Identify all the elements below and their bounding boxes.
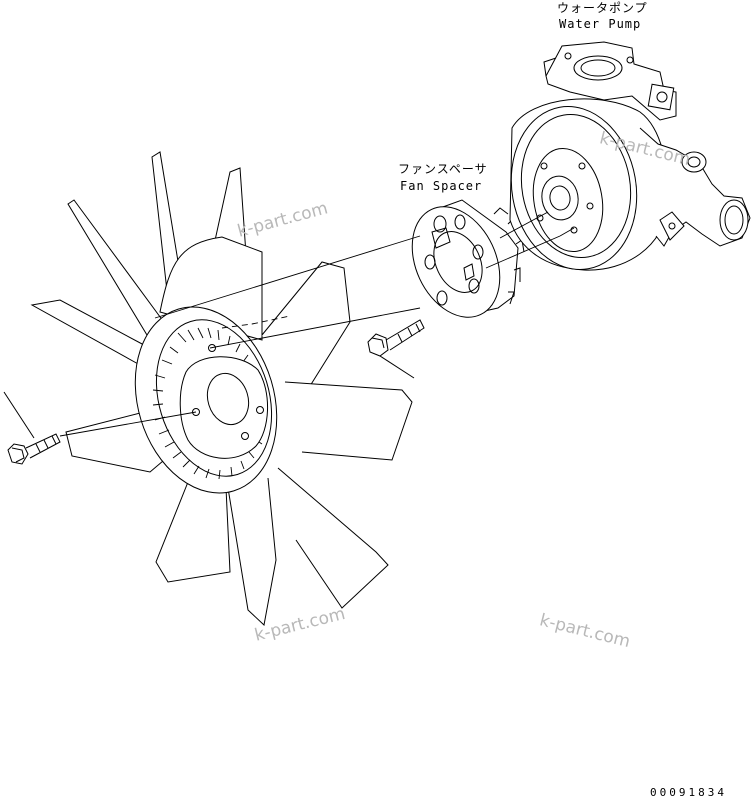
fan-blade bbox=[156, 482, 230, 582]
cooling-fan bbox=[32, 152, 412, 625]
bolt-left bbox=[4, 392, 60, 464]
fan-blade bbox=[278, 468, 388, 608]
fan-spacer-label-en: Fan Spacer bbox=[400, 179, 483, 193]
drawing-code: 00091834 bbox=[650, 786, 727, 799]
water-pump bbox=[499, 42, 750, 280]
assembly-lines bbox=[60, 212, 574, 436]
water-pump-label-jp: ウォータポンプ bbox=[557, 1, 648, 15]
fan-hub-bore bbox=[201, 368, 254, 429]
water-pump-label-en: Water Pump bbox=[559, 17, 642, 31]
fan-hub-hole bbox=[257, 407, 264, 414]
fan-spacer bbox=[395, 193, 524, 332]
fan-hub-hole bbox=[242, 433, 249, 440]
fan-hub-hole bbox=[209, 345, 216, 352]
bolt-center bbox=[368, 320, 424, 378]
fan-blade bbox=[285, 382, 412, 460]
fan-hub-hole bbox=[193, 409, 200, 416]
fan-blade bbox=[262, 262, 350, 402]
fan-blade bbox=[228, 478, 276, 625]
fan-hub bbox=[180, 357, 267, 459]
fan-spacer-label-jp: ファンスペーサ bbox=[398, 162, 488, 176]
fan-ring-ribs bbox=[153, 328, 262, 479]
fan-blade bbox=[68, 200, 166, 340]
fan-ring-inner bbox=[138, 305, 290, 490]
fan-blade bbox=[32, 300, 144, 365]
